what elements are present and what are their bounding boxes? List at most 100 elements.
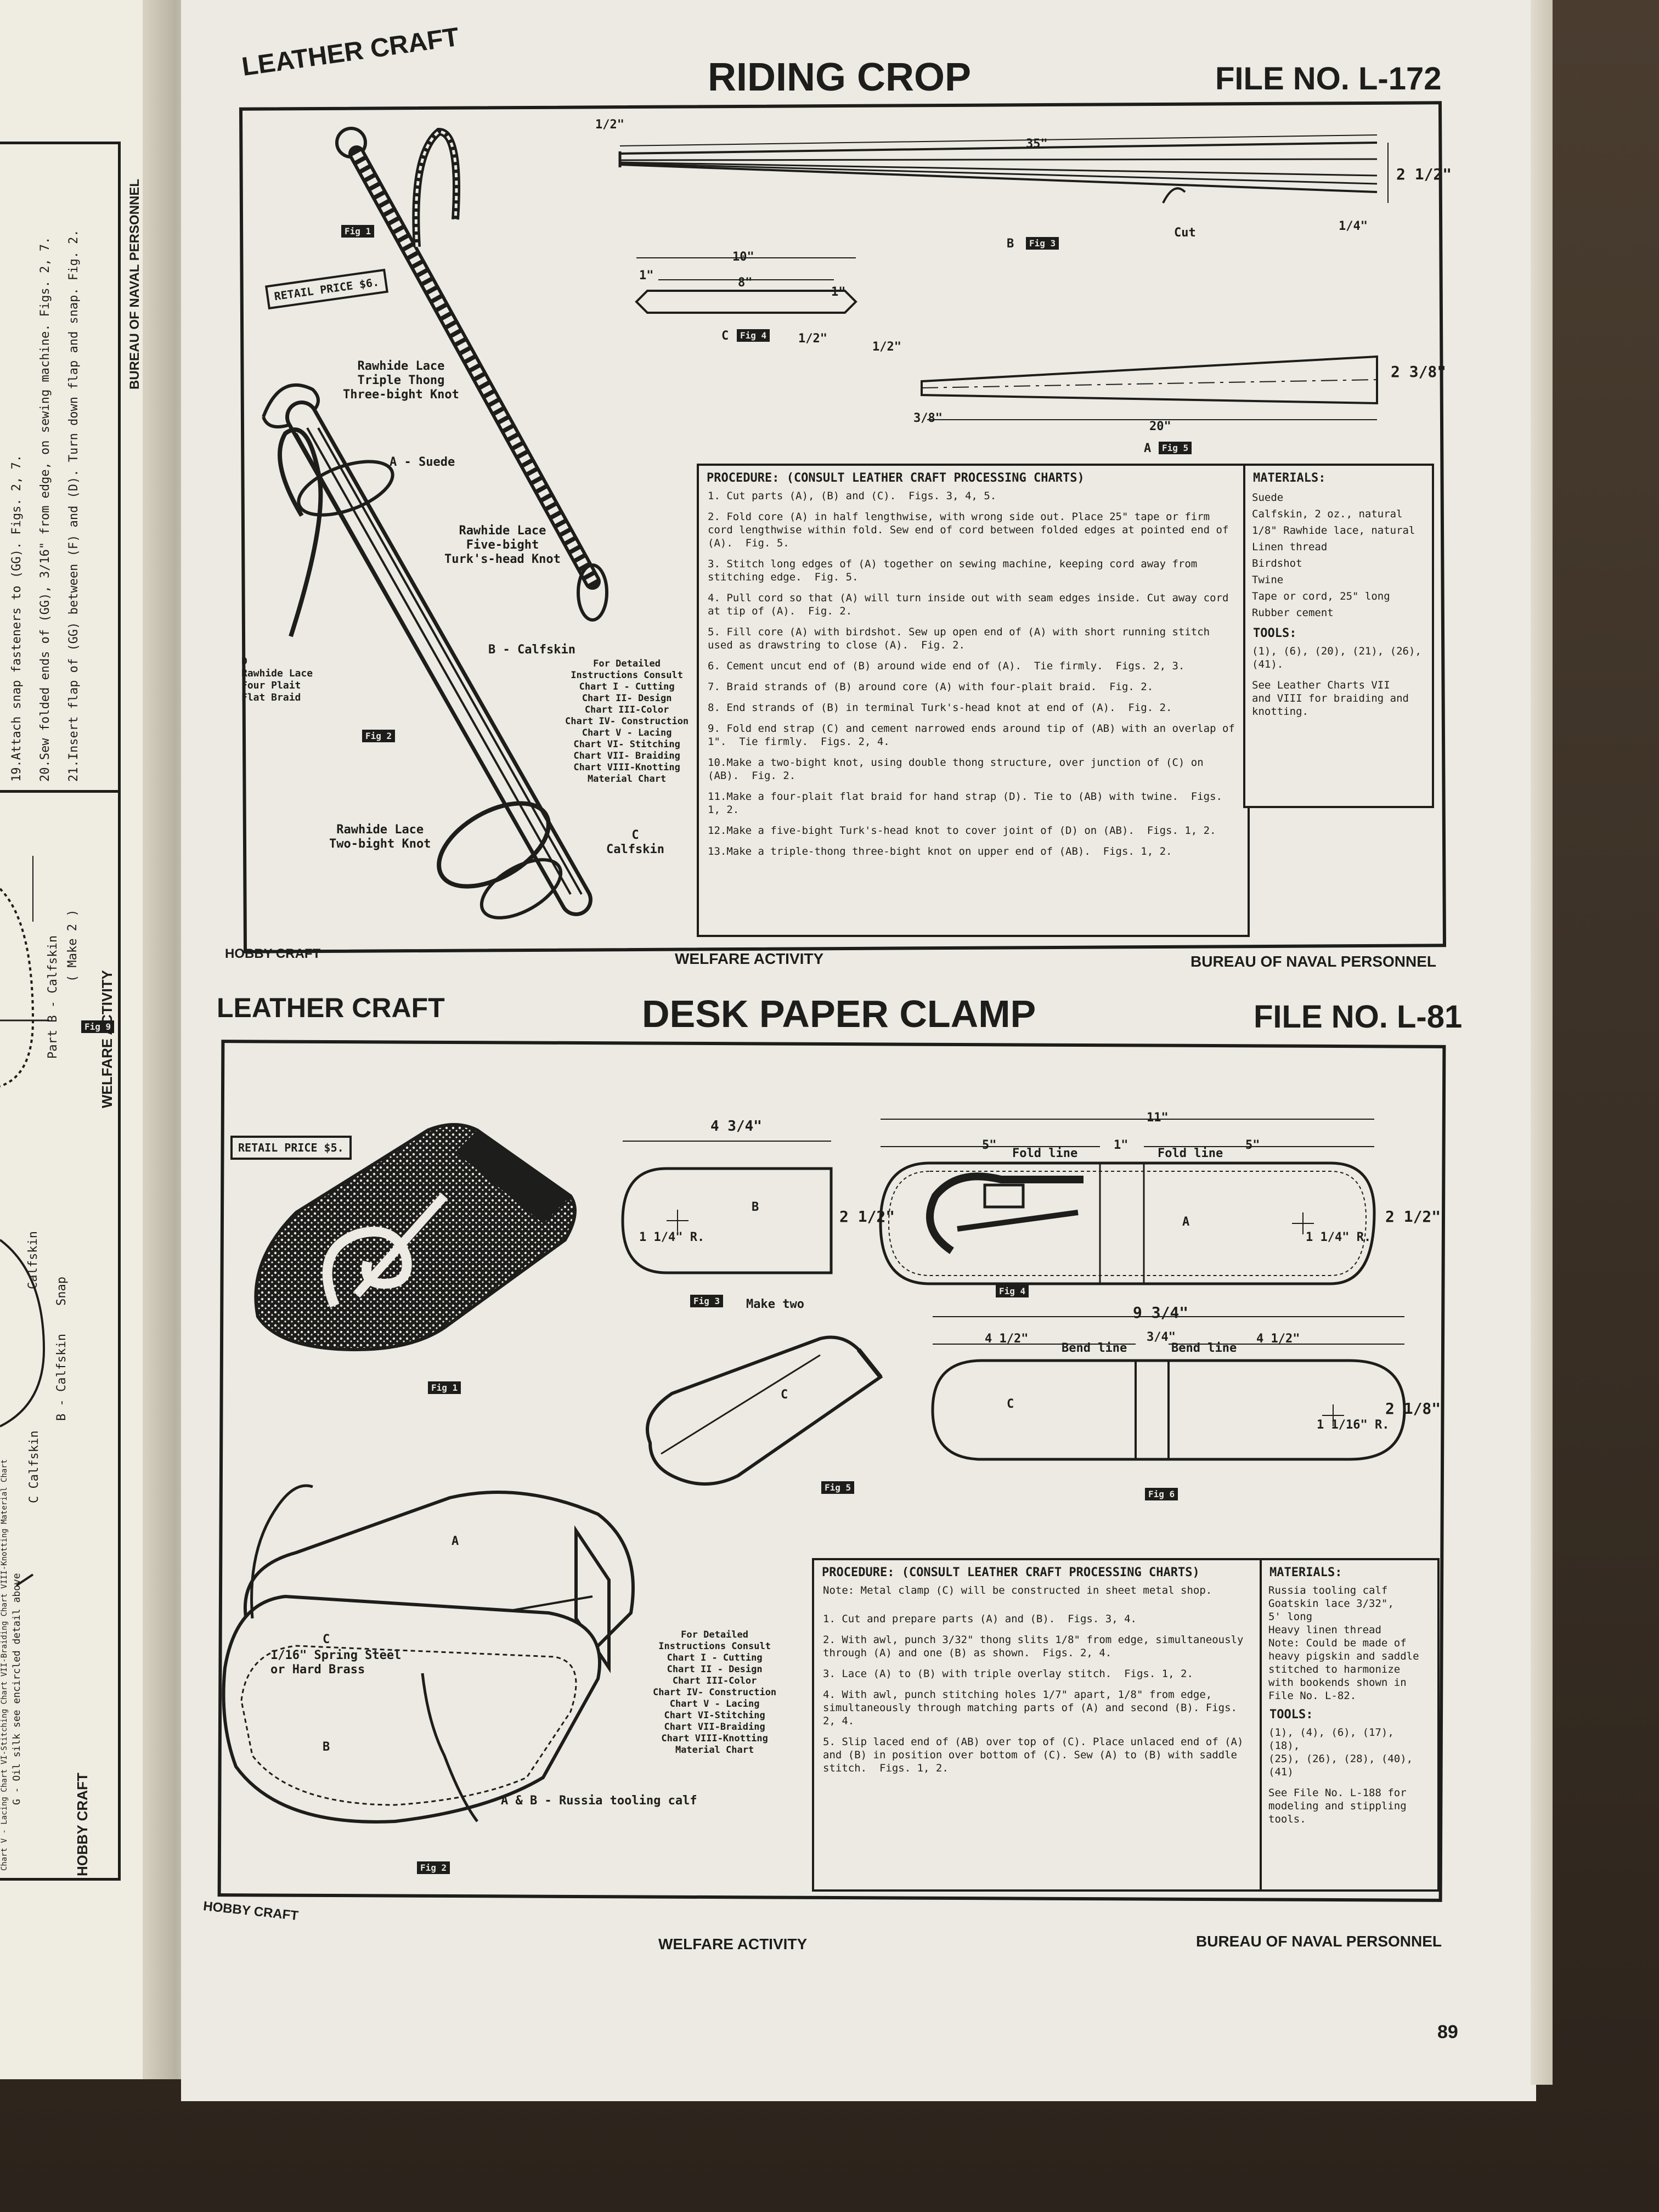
left-step-20: 20.Sew folded ends of (GG), 3/16" from e…: [38, 236, 52, 782]
top-procedure-step-1: 1. Cut parts (A), (B) and (C). Figs. 3, …: [708, 490, 997, 502]
top-materials-title: MATERIALS:: [1253, 471, 1326, 485]
top-dim-35: 35": [1026, 137, 1048, 151]
left-step-21: 21.Insert flap of (GG) between (F) and (…: [67, 229, 81, 782]
top-procedure-step-10: 10.Make a two-bight knot, using double t…: [708, 757, 1210, 782]
riding-crop-drawing: [335, 127, 608, 622]
top-procedure-step-7: 7. Braid strands of (B) around core (A) …: [708, 681, 1154, 693]
bottom-label-c: C: [781, 1388, 788, 1402]
bottom-dim-5a: 5": [982, 1138, 997, 1152]
bottom-fig4: Fig 4: [996, 1285, 1029, 1297]
bottom-procedure-step-2: 2. With awl, punch 3/32" thong slits 1/8…: [823, 1634, 1250, 1659]
top-procedure-title: PROCEDURE: (CONSULT LEATHER CRAFT PROCES…: [707, 471, 1085, 485]
top-procedure-step-8: 8. End strands of (B) in terminal Turk's…: [708, 702, 1172, 714]
left-bureau: BUREAU OF NAVAL PERSONNEL: [127, 178, 142, 390]
bottom-fig2-clamp-drawing: [222, 1484, 635, 1824]
top-dim-half: 1/2": [595, 118, 624, 132]
top-dim-8: 8": [738, 276, 753, 290]
top-materials-box: MATERIALS: Suede Calfskin, 2 oz., natura…: [1243, 464, 1434, 808]
bottom-dim-4-3-4: 4 3/4": [710, 1118, 762, 1135]
bottom-fig1-clamp-drawing: [254, 1123, 577, 1352]
left-snap: Snap: [55, 1277, 69, 1306]
bottom-label-c2: C: [1007, 1397, 1014, 1411]
top-tools-list: (1), (6), (20), (21), (26), (41).: [1252, 645, 1421, 670]
top-dim-2half: 2 1/2": [1396, 165, 1452, 183]
top-fig5: Fig 5: [1159, 442, 1192, 454]
bottom-fold-line-b: Fold line: [1158, 1147, 1223, 1160]
bottom-tools-title: TOOLS:: [1269, 1708, 1313, 1722]
bottom-label-detailed: For Detailed Instructions Consult Chart …: [653, 1629, 777, 1756]
bottom-label-b-big: B: [323, 1740, 330, 1754]
top-dim-20: 20": [1149, 420, 1171, 433]
top-label-d-braid: D Rawhide Lace Four Plait Flat Braid: [241, 656, 313, 703]
bottom-file: FILE NO. L-81: [1254, 999, 1463, 1035]
left-g-oil: G - Oil silk see encircled detail above: [11, 1573, 22, 1805]
left-make2: ( Make 2 ): [66, 909, 80, 982]
bottom-title: DESK PAPER CLAMP: [642, 992, 1036, 1035]
top-footer-hobby: HOBBY CRAFT: [225, 946, 321, 961]
bottom-dim-2half: 2 1/2": [839, 1207, 895, 1226]
top-procedure-step-6: 6. Cement uncut end of (B) around wide e…: [708, 660, 1185, 672]
page-number: 89: [1437, 2022, 1458, 2042]
left-c-calfskin: C Calfskin: [27, 1430, 41, 1503]
top-procedure-step-9: 9. Fold end strap (C) and cement narrowe…: [708, 723, 1242, 748]
top-dim-3-8: 3/8": [913, 411, 943, 425]
page-edge: [1531, 0, 1553, 2085]
top-label-two-bight: Rawhide Lace Two-bight Knot: [329, 823, 431, 851]
top-dim-quarter: 1/4": [1339, 219, 1368, 233]
top-label-cut: Cut: [1174, 226, 1196, 240]
top-label-b-calfskin: B - Calfskin: [488, 643, 575, 657]
top-fig2: Fig 2: [362, 730, 396, 742]
top-dim-1a: 1": [639, 269, 654, 283]
bottom-dim-4-1-2a: 4 1/2": [985, 1332, 1029, 1346]
riding-crop-detail-drawing: [262, 383, 592, 919]
bottom-materials-list: Russia tooling calf Goatskin lace 3/32",…: [1268, 1584, 1419, 1702]
bottom-see-file: See File No. L-188 for modeling and stip…: [1268, 1787, 1407, 1825]
top-dim-2-3-8: 2 3/8": [1391, 363, 1447, 381]
bottom-label-a-big: A: [452, 1534, 459, 1548]
bottom-dim-11: 11": [1147, 1111, 1169, 1125]
left-hobby: HOBBY CRAFT: [74, 1773, 91, 1876]
bottom-dim-1-1-4-r2: 1 1/4" R.: [1306, 1231, 1372, 1244]
left-step-19: 19.Attach snap fasteners to (GG). Figs. …: [10, 454, 24, 782]
top-dim-half3: 1/2": [872, 340, 901, 354]
top-dim-half2: 1/2": [798, 332, 827, 346]
bottom-fold-line-a: Fold line: [1012, 1147, 1078, 1160]
top-procedure-step-5: 5. Fill core (A) with birdshot. Sew up o…: [708, 626, 1216, 651]
bottom-dim-2-1-8: 2 1/8": [1385, 1400, 1441, 1418]
bottom-make-two: Make two: [746, 1297, 804, 1311]
top-title: RIDING CROP: [708, 55, 972, 99]
top-procedure-step-4: 4. Pull cord so that (A) will turn insid…: [708, 592, 1235, 617]
bottom-dim-1-1-16-r: 1 1/16" R.: [1317, 1418, 1390, 1432]
left-part-drawing: [0, 856, 49, 1587]
top-footer-welfare: WELFARE ACTIVITY: [675, 950, 824, 967]
bottom-fig2: Fig 2: [417, 1861, 450, 1874]
bottom-fig1: Fig 1: [428, 1381, 461, 1394]
top-procedure-step-11: 11.Make a four-plait flat braid for hand…: [708, 791, 1229, 816]
top-tools-title: TOOLS:: [1253, 627, 1297, 640]
bottom-procedure-note: Note: Metal clamp (C) will be constructe…: [823, 1584, 1212, 1596]
left-divider: [0, 790, 118, 793]
bottom-fig5-clamp-drawing: [646, 1335, 883, 1486]
top-file: FILE NO. L-172: [1215, 61, 1442, 97]
bottom-procedure-step-3: 3. Lace (A) to (B) with triple overlay s…: [823, 1668, 1193, 1680]
bottom-dim-3-4: 3/4": [1147, 1330, 1176, 1344]
top-materials-list: Suede Calfskin, 2 oz., natural 1/8" Rawh…: [1252, 492, 1415, 619]
bottom-fig6-pattern: [931, 1316, 1406, 1461]
bottom-dim-1: 1": [1114, 1138, 1128, 1152]
top-label-rawhide-triple: Rawhide Lace Triple Thong Three-bight Kn…: [343, 359, 459, 402]
top-procedure-box: PROCEDURE: (CONSULT LEATHER CRAFT PROCES…: [697, 464, 1250, 937]
left-part-b: Part B - Calfskin: [46, 935, 60, 1059]
top-label-detailed: For Detailed Instructions Consult Chart …: [565, 658, 689, 785]
top-label-a: A: [1144, 442, 1152, 455]
top-see-charts: See Leather Charts VII and VIII for brai…: [1252, 679, 1409, 718]
top-fig3-pattern: [618, 134, 1389, 204]
left-fig9: Fig 9: [81, 1020, 115, 1033]
top-fig4-pattern: [635, 257, 857, 314]
bottom-retail-price: RETAIL PRICE $5.: [230, 1136, 352, 1160]
bottom-footer-bureau: BUREAU OF NAVAL PERSONNEL: [1196, 1933, 1442, 1950]
bottom-procedure-step-4: 4. With awl, punch stitching holes 1/7" …: [823, 1689, 1244, 1727]
top-fig4: Fig 4: [737, 329, 770, 342]
bottom-label-c-big: C: [323, 1633, 330, 1646]
bottom-fig3-pattern: [621, 1141, 833, 1274]
bottom-dim-1-1-4-r: 1 1/4" R.: [639, 1231, 705, 1244]
